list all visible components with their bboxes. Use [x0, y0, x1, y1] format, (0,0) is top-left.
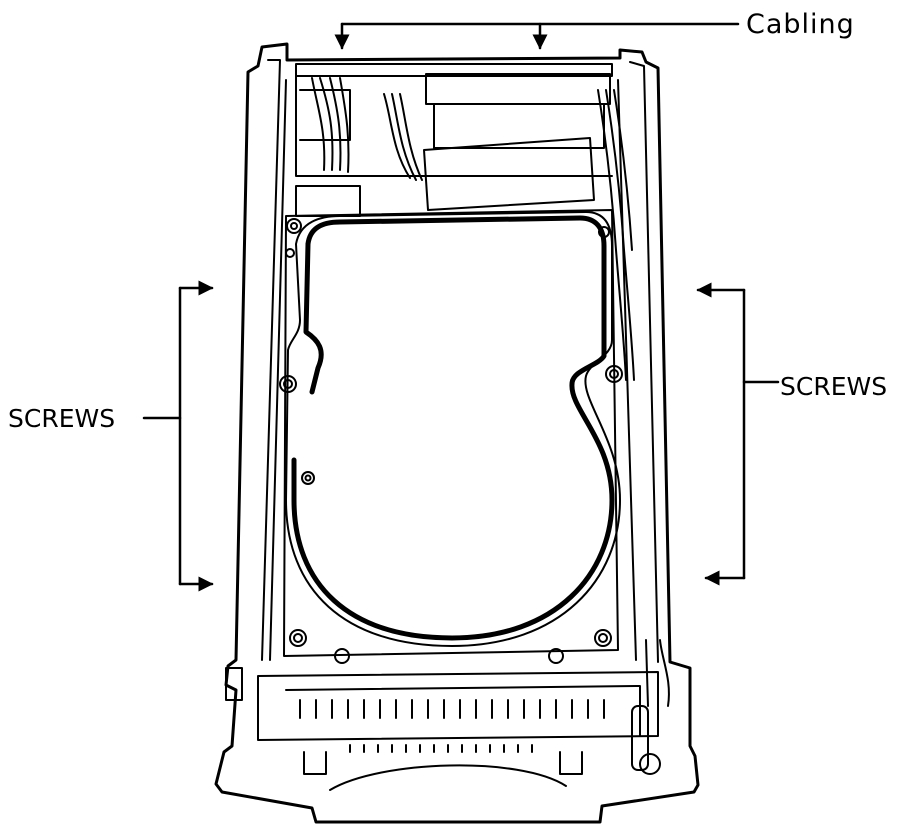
screws-left-bracket: [142, 280, 214, 592]
cabling-callout: [334, 22, 740, 50]
cable-connector-area: [295, 63, 635, 381]
screws-right-bracket: [696, 282, 780, 586]
enclosure-shell: [214, 42, 700, 824]
vent-grille: [225, 639, 670, 791]
cabling-label: Cabling: [746, 9, 855, 40]
screws-right-label: SCREWS: [780, 372, 888, 401]
hard-drive: [279, 209, 623, 664]
screws-left-label: SCREWS: [8, 404, 116, 433]
